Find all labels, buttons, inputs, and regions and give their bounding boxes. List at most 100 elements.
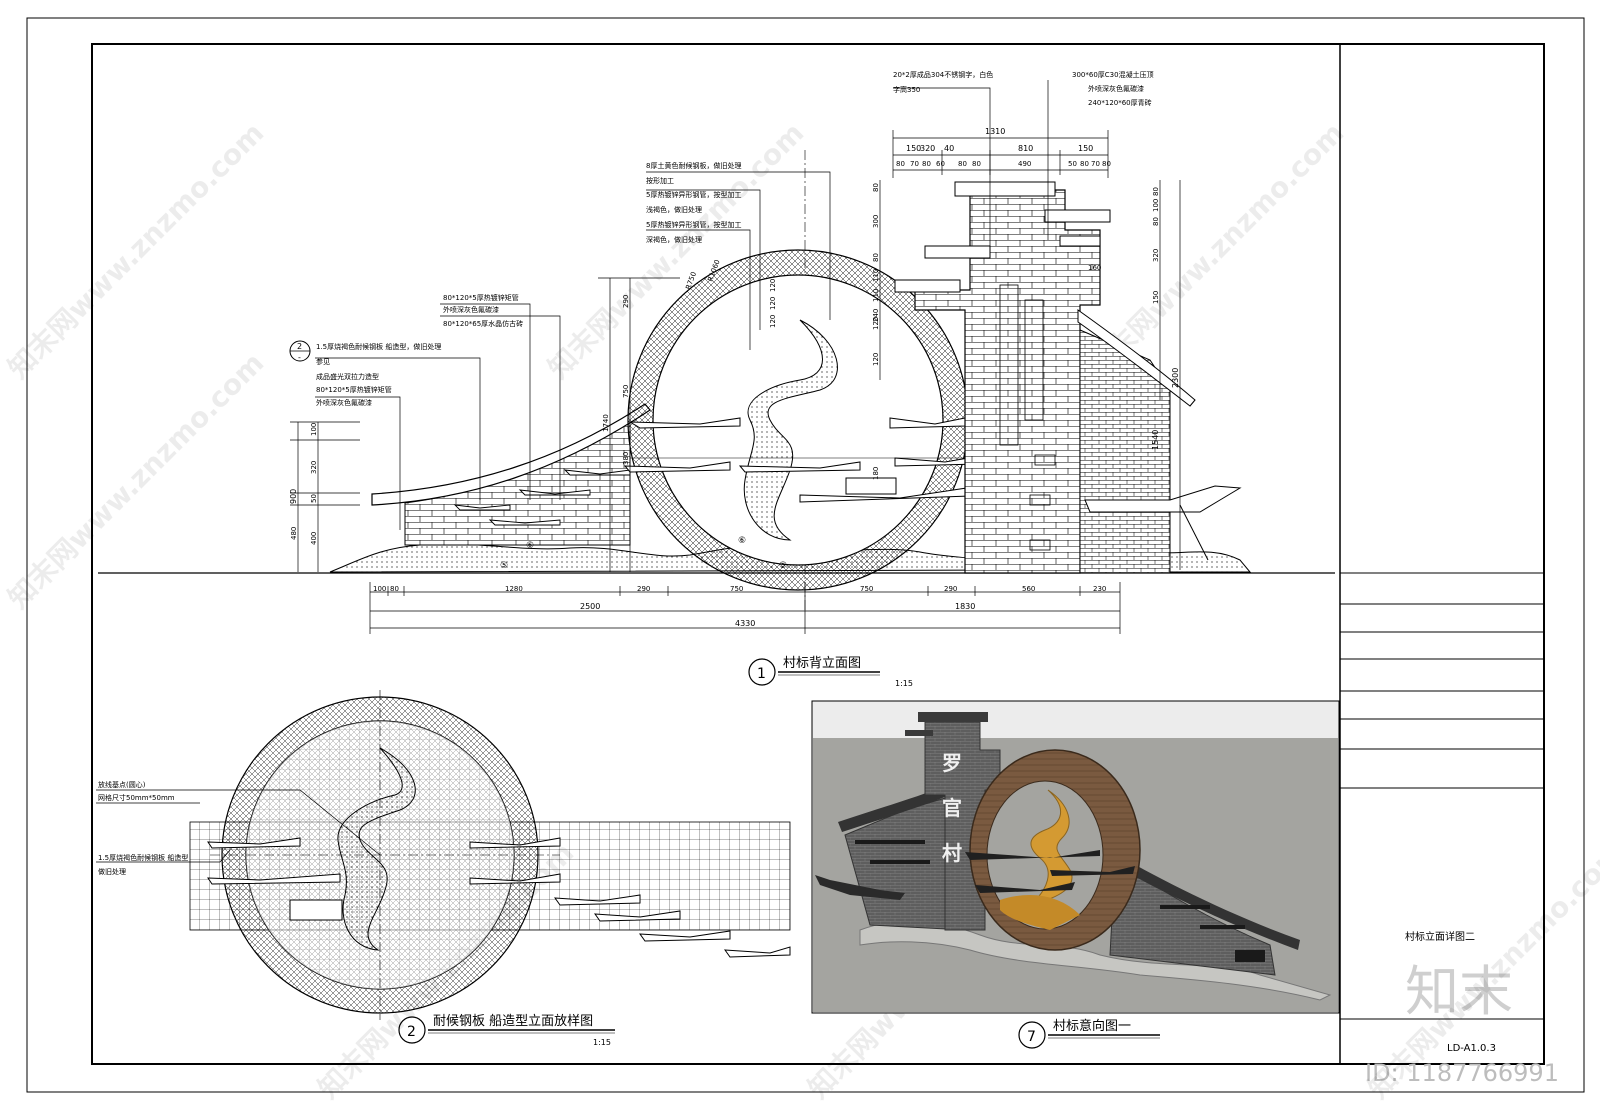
- view1-right-boat: [1084, 485, 1242, 513]
- svg-text:1: 1: [757, 666, 766, 682]
- image-id: ID: 1187766991: [1365, 1059, 1559, 1087]
- view1-ring-dims: 120 120 120 120 240 120 180: [769, 279, 880, 480]
- view1-tower-right-dims: 80 100 80 320 150: [1152, 187, 1160, 304]
- svg-text:80: 80: [872, 183, 880, 192]
- svg-text:100: 100: [373, 585, 386, 593]
- view7-stones: [859, 920, 1332, 1001]
- svg-text:80: 80: [896, 160, 905, 168]
- view1-dim-160: 160: [1088, 264, 1101, 272]
- svg-text:290: 290: [622, 295, 630, 308]
- svg-text:1.5厚烧褐色耐候钢板 船造型，做旧处理: 1.5厚烧褐色耐候钢板 船造型，做旧处理: [316, 342, 441, 351]
- svg-text:⑥: ⑥: [526, 541, 534, 551]
- view1-callouts-top: 8厚土黄色耐候钢板，做旧处理 按形加工 5厚热镀锌异形钢管，按型加工 浅褐色，做…: [646, 161, 741, 244]
- svg-text:400: 400: [310, 532, 318, 545]
- svg-text:7: 7: [1027, 1029, 1036, 1045]
- svg-text:字高350: 字高350: [893, 85, 920, 94]
- view1-dim-top-row1: 150 320 40 810 150: [906, 144, 1093, 153]
- outer-border: [26, 17, 1585, 1093]
- svg-text:村: 村: [942, 841, 962, 865]
- svg-text:60: 60: [936, 160, 945, 168]
- view1-dim-4330: 4330: [735, 619, 755, 628]
- view1-dim-left-small: 100 320 50 400: [310, 423, 318, 545]
- view1-left-boats: [453, 469, 631, 526]
- view2-title-block: 2 耐候钢板 船造型立面放样图 1:15: [398, 1014, 615, 1047]
- view2-layout-drawing: [96, 690, 791, 1020]
- svg-text:80: 80: [872, 253, 880, 262]
- svg-text:⑥: ⑥: [738, 536, 746, 546]
- svg-text:380: 380: [622, 452, 630, 465]
- svg-text:2: 2: [407, 1024, 416, 1040]
- svg-text:810: 810: [1018, 144, 1033, 153]
- svg-text:490: 490: [1018, 160, 1031, 168]
- view1-dim-1830: 1830: [955, 602, 975, 611]
- svg-text:100: 100: [310, 423, 318, 436]
- view1-dim-2500: 2500: [580, 602, 600, 611]
- view1-dim-right-wall: 1540: [1151, 430, 1160, 450]
- svg-text:1740: 1740: [602, 414, 610, 432]
- svg-text:成品盛光双拉力造型: 成品盛光双拉力造型: [316, 372, 379, 381]
- svg-text:5厚热镀锌异形钢管，按型加工: 5厚热镀锌异形钢管，按型加工: [646, 190, 741, 199]
- svg-text:5厚热镀锌异形钢管，按型加工: 5厚热镀锌异形钢管，按型加工: [646, 220, 741, 229]
- svg-text:50: 50: [1068, 160, 1077, 168]
- view1-dim-top-row2: 80 70 80 60 80 80 490 50 80 70 80: [896, 160, 1111, 168]
- view1-title-block: 1 村标背立面图 1:15: [748, 656, 913, 688]
- svg-text:做旧处理: 做旧处理: [98, 867, 126, 876]
- svg-text:230: 230: [1093, 585, 1106, 593]
- view1-bottom-dim-lines: [369, 582, 1121, 634]
- view2-title: 耐候钢板 船造型立面放样图: [433, 1014, 593, 1029]
- svg-text:120: 120: [872, 317, 880, 330]
- svg-text:知末网www.znzmo.com: 知末网www.znzmo.com: [2, 346, 271, 615]
- view1-mid-dims: 290 750 1740 380: [602, 295, 630, 465]
- svg-text:120: 120: [769, 279, 777, 292]
- svg-text:80: 80: [1152, 187, 1160, 196]
- svg-text:320: 320: [1152, 249, 1160, 262]
- svg-text:290: 290: [944, 585, 957, 593]
- view1-tower-text-columns: [999, 284, 1056, 551]
- svg-text:320: 320: [920, 144, 935, 153]
- view2-flame-sculpture: [337, 747, 416, 951]
- svg-text:150: 150: [906, 144, 921, 153]
- view7-ring-boats: [965, 850, 1135, 893]
- view7-title: 村标意向图一: [1053, 1018, 1131, 1034]
- svg-text:110: 110: [872, 269, 880, 282]
- svg-text:罗: 罗: [942, 751, 962, 775]
- view2-scale: 1:15: [593, 1038, 611, 1047]
- view1-callout-ref: 2 -: [289, 340, 311, 362]
- view7-left-boat: [815, 875, 905, 900]
- svg-text:180: 180: [872, 467, 880, 480]
- svg-text:8厚土黄色耐候钢板，做旧处理: 8厚土黄色耐候钢板，做旧处理: [646, 161, 741, 170]
- svg-text:110: 110: [872, 289, 880, 302]
- title-block-name: 村标立面详图二: [1405, 930, 1475, 943]
- view1-right-wall: [1079, 329, 1171, 574]
- view7-right-roof: [1098, 845, 1300, 950]
- svg-text:40: 40: [944, 144, 954, 153]
- svg-text:80: 80: [958, 160, 967, 168]
- view2-callouts: 放线基点(圆心) 网格尺寸50mm*50mm 1.5厚烧褐色耐候钢板 船造型 做…: [98, 780, 188, 876]
- view7-flame-base: [1000, 895, 1080, 930]
- svg-text:320: 320: [310, 461, 318, 474]
- view1-callouts-right-a: 20*2厚成品304不锈钢字，白色 字高350: [893, 70, 993, 94]
- svg-text:参见: 参见: [316, 357, 330, 366]
- svg-text:80: 80: [1152, 217, 1160, 226]
- svg-text:300*60厚C30混凝土压顶: 300*60厚C30混凝土压顶: [1072, 70, 1154, 79]
- view2-boats: [207, 837, 791, 958]
- view7-right-wall-bars: [1160, 905, 1265, 962]
- svg-text:深褐色，做旧处理: 深褐色，做旧处理: [646, 235, 702, 244]
- svg-text:150: 150: [1078, 144, 1093, 153]
- view1-top-dims: [892, 130, 1109, 178]
- view1-dim-left-total: 900: [289, 489, 298, 504]
- svg-text:120: 120: [872, 353, 880, 366]
- view1-callouts-right-b: 300*60厚C30混凝土压顶 外喷深灰色氟碳漆 240*120*60厚青砖: [1072, 70, 1154, 107]
- view1-callouts-mid: 80*120*5厚热镀锌矩管 外喷深灰色氟碳漆 80*120*65厚水晶仿古砖: [443, 293, 523, 328]
- view1-back-elevation: 1310 150 320 40 810 150 80 70 80 60 80 8…: [98, 80, 1335, 634]
- view1-tower-vdims: [879, 180, 1181, 570]
- svg-text:80*120*65厚水晶仿古砖: 80*120*65厚水晶仿古砖: [443, 319, 523, 328]
- svg-text:放线基点(圆心): 放线基点(圆心): [98, 780, 146, 789]
- view7-left-wall-bars: [855, 840, 930, 864]
- view2-leaders: [96, 789, 381, 863]
- svg-text:150: 150: [1152, 291, 1160, 304]
- svg-text:⑤: ⑤: [500, 561, 508, 571]
- svg-text:750: 750: [860, 585, 873, 593]
- svg-text:80: 80: [390, 585, 399, 593]
